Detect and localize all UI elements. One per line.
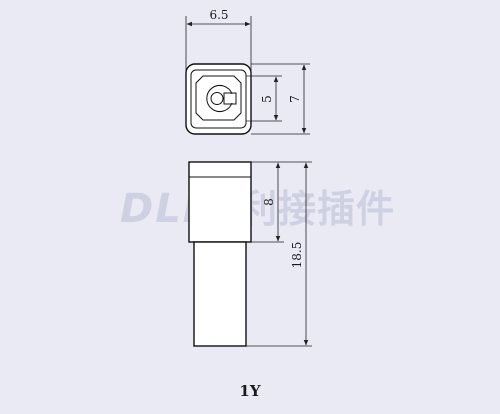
contact-key: [223, 92, 237, 105]
side-view: 8 18.5: [188, 161, 312, 347]
dim-total-label: 18.5: [290, 242, 304, 269]
connector-top-inner: [190, 69, 247, 129]
watermark: DLL 德利接插件: [120, 186, 394, 232]
connector-top-outer: [185, 63, 252, 135]
dim-outer-label: 7: [288, 95, 302, 103]
connector-head: [188, 161, 252, 243]
dim-head-label: 8: [262, 198, 276, 206]
connector-shaft: [193, 241, 247, 347]
part-label: 1Y: [239, 382, 260, 400]
dim-width-label: 6.5: [209, 8, 228, 22]
connector-cavity: [195, 75, 242, 121]
dim-inner-label: 5: [260, 95, 274, 103]
top-view: 6.5 5 7: [185, 8, 310, 135]
contact-circle: [206, 85, 233, 112]
contact-pin: [210, 92, 224, 105]
